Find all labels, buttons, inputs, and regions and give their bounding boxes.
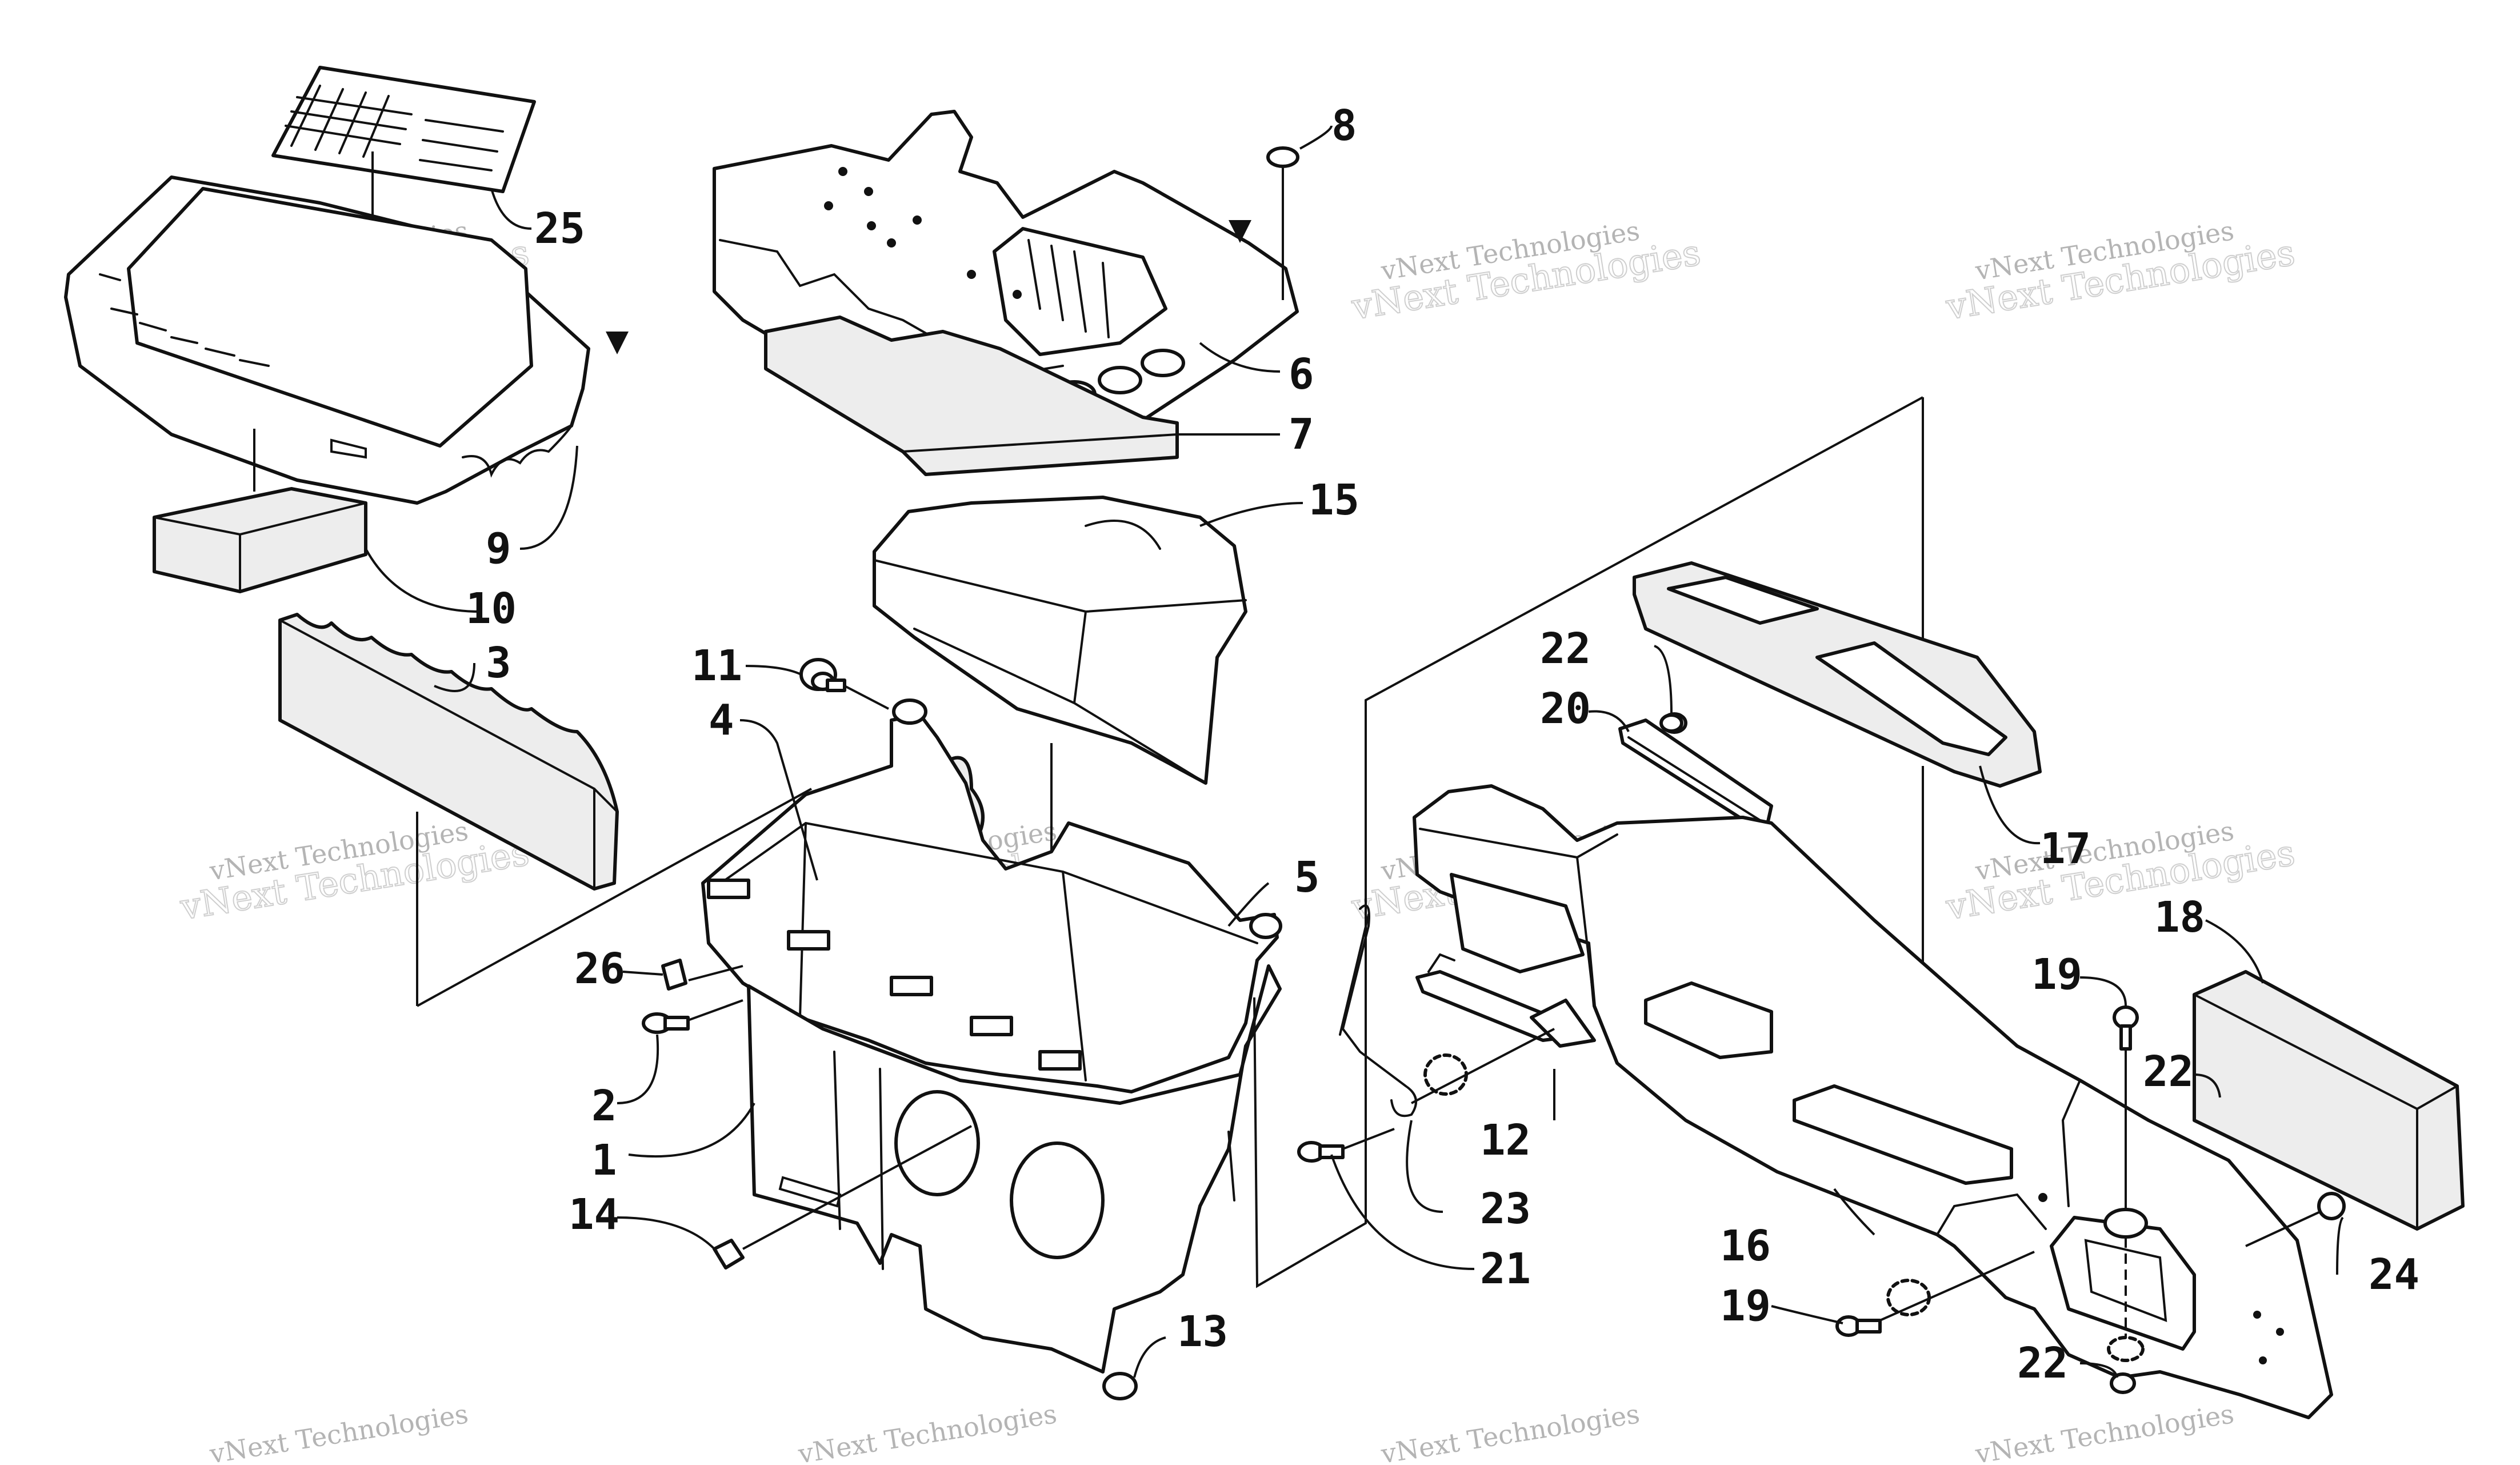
- callout-26[interactable]: 26: [574, 944, 625, 993]
- callout-8[interactable]: 8: [1331, 101, 1357, 150]
- part-24-plug: [2245, 1192, 2346, 1247]
- watermark-4: vNext Technologies vNext Technologies: [1942, 215, 2298, 329]
- watermark-3: vNext Technologies vNext Technologies: [1348, 215, 1704, 329]
- part-10-foam-block: [153, 429, 367, 593]
- lid-holes: [824, 167, 1022, 299]
- part-22-nut-bottom: [2110, 1372, 2136, 1394]
- callout-19-bottom[interactable]: 19: [1720, 1282, 1771, 1331]
- part-16-duct: [1413, 784, 2333, 1419]
- callout-25[interactable]: 25: [534, 204, 585, 253]
- callout-leaders: [365, 125, 2344, 1378]
- part-13-grommet: [1102, 1372, 1138, 1400]
- part-26-clip: [661, 959, 743, 991]
- callout-4[interactable]: 4: [709, 696, 734, 745]
- part-21-bolt: [1297, 1128, 1395, 1163]
- watermark-11: vNext Technologies: [1378, 1398, 1642, 1465]
- watermark-10: vNext Technologies: [795, 1398, 1059, 1465]
- callout-numbers: 1 2 3 4 5 6 7 8 9 10 11 12 13 14 15 16 1…: [466, 101, 2419, 1388]
- part-11-screw: [799, 658, 889, 710]
- callout-13[interactable]: 13: [1177, 1307, 1228, 1356]
- part-7-foam-gasket: [764, 316, 1179, 476]
- watermark-12: vNext Technologies: [1973, 1398, 2236, 1465]
- part-22-nut-top: [1659, 713, 1683, 733]
- watermark-8: vNext Technologies vNext Technologies: [1942, 815, 2298, 929]
- callout-6[interactable]: 6: [1289, 350, 1314, 399]
- callout-2[interactable]: 2: [591, 1081, 617, 1131]
- part-19-bolt-bottom: [1835, 1251, 2035, 1337]
- airbox-clips: [707, 879, 1082, 1071]
- callout-21[interactable]: 21: [1480, 1244, 1531, 1294]
- arrow-marker-tray: [606, 332, 629, 354]
- callout-10[interactable]: 10: [466, 584, 517, 633]
- watermark-text: vNext Technologies: [795, 1398, 1059, 1465]
- callout-11[interactable]: 11: [691, 641, 742, 690]
- callout-7[interactable]: 7: [1289, 410, 1314, 459]
- arrow-marker-lid: [1229, 220, 1251, 243]
- callout-15[interactable]: 15: [1309, 476, 1359, 525]
- part-23-rod: [1339, 904, 1555, 1117]
- watermark-text: vNext Technologies: [1973, 1398, 2236, 1465]
- callout-12[interactable]: 12: [1480, 1116, 1531, 1165]
- part-2-bolt: [642, 999, 743, 1034]
- watermark-9: vNext Technologies: [207, 1398, 470, 1465]
- watermark-text: vNext Technologies: [207, 1398, 470, 1465]
- part-19-bolt-top: [2103, 1005, 2148, 1362]
- part-8-fastener: [1266, 146, 1299, 300]
- callout-19-top[interactable]: 19: [2031, 950, 2082, 999]
- callout-16[interactable]: 16: [1720, 1222, 1771, 1271]
- callout-23[interactable]: 23: [1480, 1184, 1531, 1234]
- part-9-top-tray: [64, 175, 629, 505]
- callout-14[interactable]: 14: [569, 1190, 619, 1239]
- callout-18[interactable]: 18: [2154, 893, 2205, 942]
- part-14-clip: [713, 1125, 972, 1270]
- callout-22-top[interactable]: 22: [1540, 624, 1591, 673]
- callout-1[interactable]: 1: [591, 1136, 617, 1185]
- part-3-foam-strip: [278, 613, 619, 1006]
- callout-3[interactable]: 3: [486, 638, 511, 688]
- callout-22-bottom[interactable]: 22: [2017, 1339, 2068, 1388]
- callout-20[interactable]: 20: [1540, 684, 1591, 733]
- callout-9[interactable]: 9: [486, 524, 511, 573]
- part-12-bracket: [1415, 953, 1596, 1048]
- callout-5[interactable]: 5: [1294, 853, 1320, 902]
- part-18-foam-block: [2193, 970, 2465, 1231]
- watermark-text: vNext Technologies: [1378, 1398, 1642, 1465]
- part-20-flap: [1618, 712, 1773, 833]
- callout-24[interactable]: 24: [2369, 1250, 2419, 1299]
- part-1-airbox: [701, 698, 1282, 1374]
- callout-22-mid[interactable]: 22: [2143, 1047, 2194, 1096]
- callout-17[interactable]: 17: [2040, 824, 2091, 873]
- part-25-decal: [271, 66, 536, 349]
